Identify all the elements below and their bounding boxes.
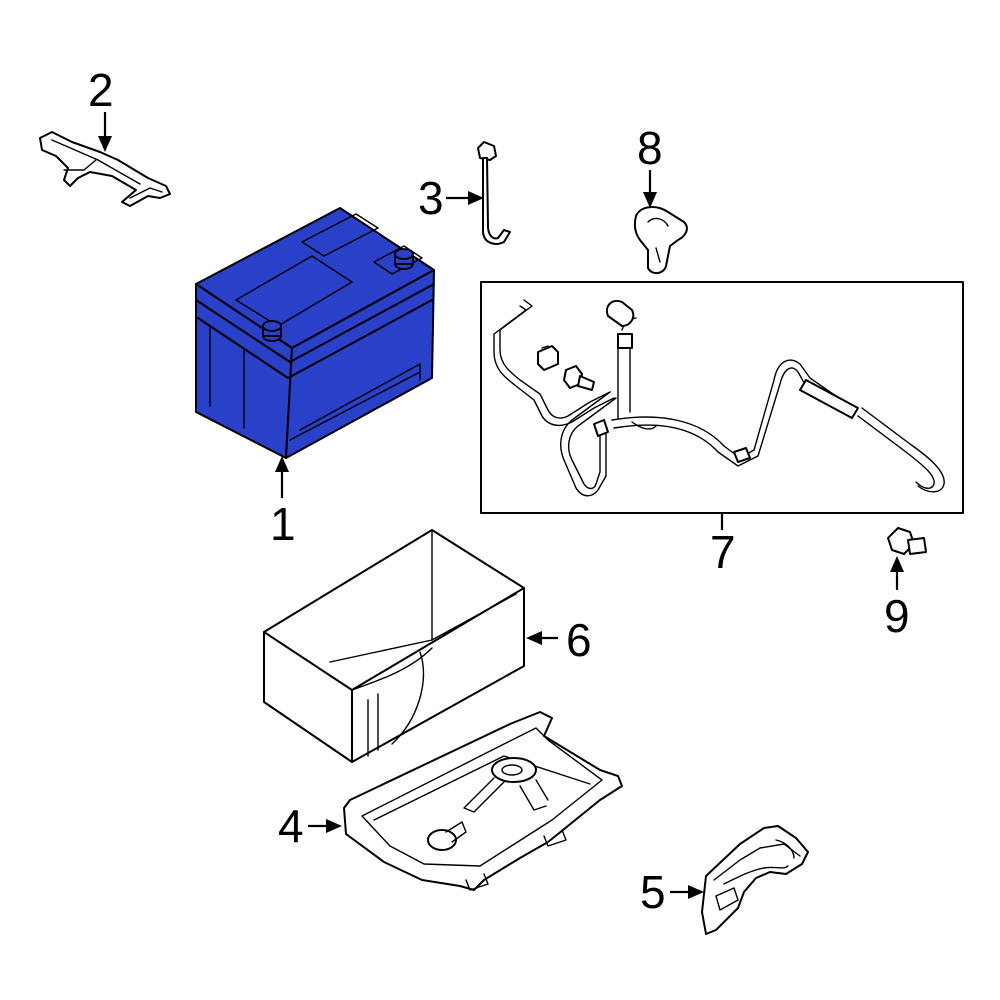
cable-clip-icon bbox=[593, 419, 751, 463]
callout-1: 1 bbox=[270, 456, 296, 550]
callout-8: 8 bbox=[637, 122, 663, 208]
callout-5: 5 bbox=[640, 866, 704, 918]
callout-label-5: 5 bbox=[640, 866, 666, 918]
battery-tray-icon[interactable] bbox=[343, 711, 623, 891]
callout-label-3: 3 bbox=[418, 172, 444, 224]
terminal-icon bbox=[262, 248, 414, 342]
callout-label-6: 6 bbox=[566, 614, 592, 666]
battery-icon[interactable] bbox=[195, 207, 435, 459]
callout-label-9: 9 bbox=[884, 590, 910, 642]
j-bolt-icon[interactable] bbox=[477, 141, 511, 245]
callout-2: 2 bbox=[88, 64, 114, 152]
callout-9: 9 bbox=[884, 556, 910, 642]
callout-6: 6 bbox=[526, 614, 592, 666]
cable-harness-icon[interactable] bbox=[480, 281, 964, 514]
harness-bolt-icon bbox=[563, 365, 595, 391]
callout-label-1: 1 bbox=[270, 498, 296, 550]
callout-7: 7 bbox=[710, 514, 736, 578]
callout-label-7: 7 bbox=[710, 526, 736, 578]
cable-sleeve bbox=[799, 379, 859, 419]
bracket-icon[interactable] bbox=[701, 825, 809, 935]
tray-foot-icon bbox=[465, 829, 567, 891]
callout-label-2: 2 bbox=[88, 64, 114, 116]
callout-label-8: 8 bbox=[637, 122, 663, 174]
callout-4: 4 bbox=[278, 800, 342, 852]
callout-label-4: 4 bbox=[278, 800, 304, 852]
connector-icon bbox=[537, 345, 559, 371]
cable-wires bbox=[493, 299, 945, 497]
ring-terminal-icon bbox=[606, 300, 635, 349]
battery-box-icon[interactable] bbox=[263, 529, 525, 763]
terminal-cover-icon[interactable] bbox=[633, 206, 688, 274]
callout-3: 3 bbox=[418, 172, 484, 224]
hold-down-clamp-icon[interactable] bbox=[39, 131, 171, 207]
bolt-icon[interactable] bbox=[887, 527, 927, 555]
